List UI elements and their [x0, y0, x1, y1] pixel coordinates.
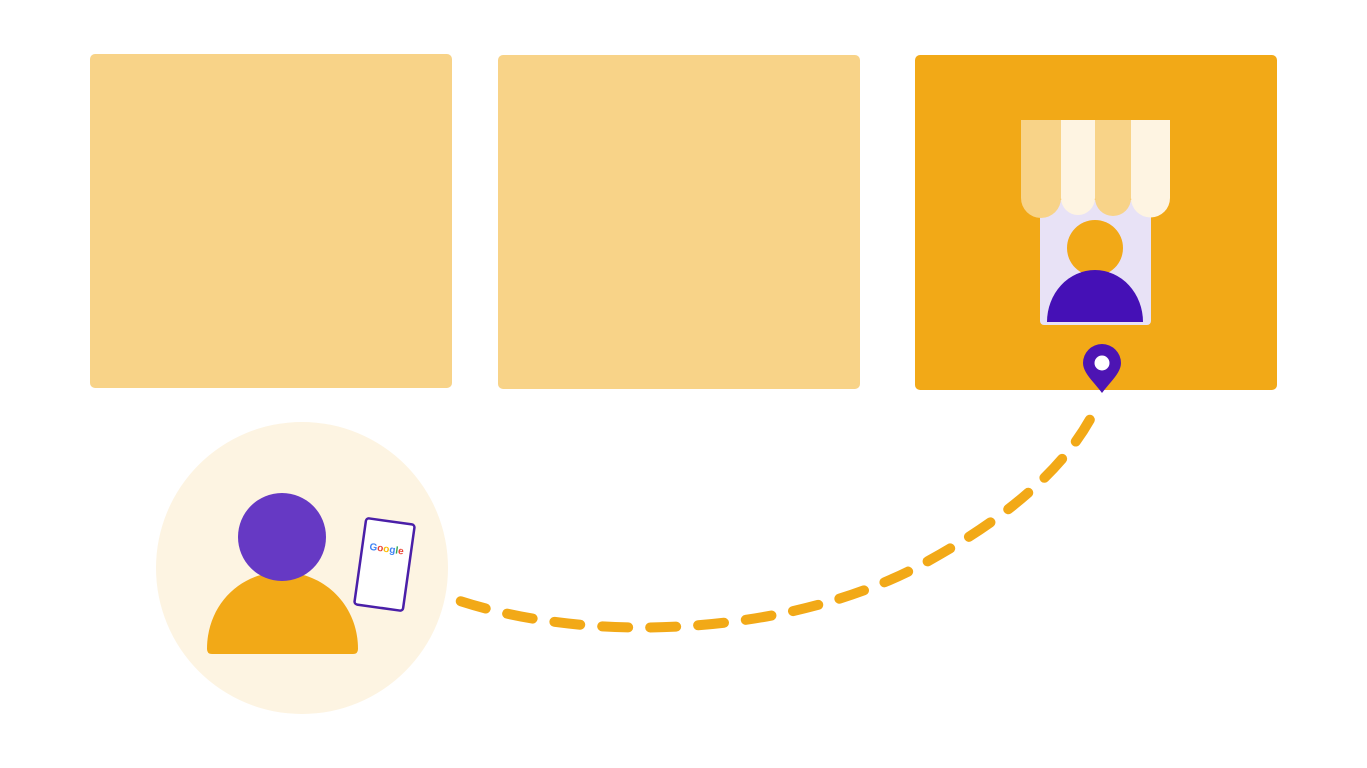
- storefront-icon: [1021, 120, 1170, 325]
- phone-search-logo: Google: [369, 542, 405, 558]
- awning-stripe-1: [1021, 120, 1061, 218]
- user-head: [238, 493, 326, 581]
- logo-letter-6: e: [397, 546, 404, 558]
- user-body: [207, 572, 358, 654]
- awning-stripe-3: [1095, 120, 1131, 216]
- tile-1: [90, 54, 452, 388]
- awning-stripe-4: [1131, 120, 1170, 218]
- logo-letter-4: g: [389, 545, 397, 557]
- phone-frame: [353, 517, 416, 612]
- awning: [1021, 120, 1170, 218]
- awning-stripe-2: [1061, 120, 1095, 215]
- pin-dot: [1094, 355, 1110, 371]
- logo-letter-1: G: [369, 542, 378, 554]
- location-pin-icon: [1083, 344, 1121, 393]
- logo-letter-5: l: [395, 545, 400, 556]
- phone-icon: Google: [353, 517, 416, 612]
- shopkeeper-body: [1047, 270, 1143, 322]
- dashed-route: [411, 405, 1100, 633]
- shopkeeper-head: [1067, 220, 1123, 276]
- logo-letter-3: o: [383, 544, 391, 556]
- user-icon: [207, 493, 358, 654]
- tile-2: [498, 55, 860, 389]
- logo-letter-2: o: [376, 543, 384, 555]
